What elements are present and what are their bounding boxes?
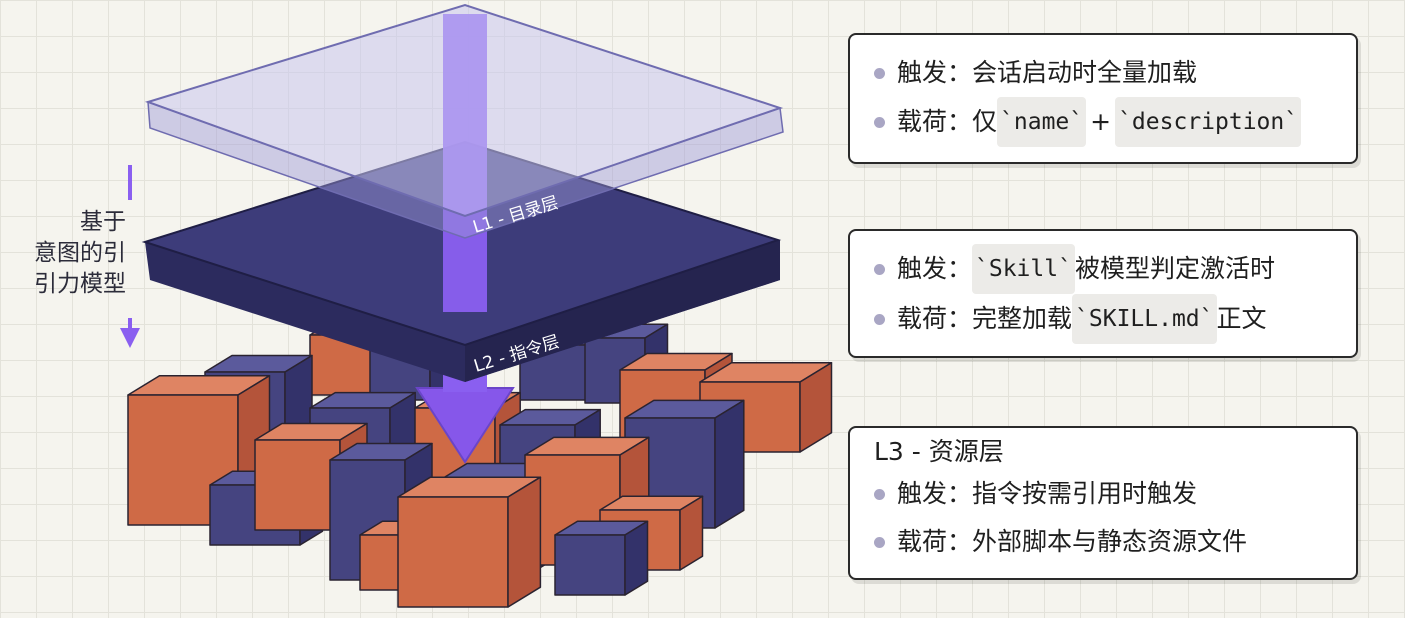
l1-trigger-key: 触发： [897,58,973,87]
l2-payload-key: 载荷： [897,304,973,333]
l3-trigger-text: 指令按需引用时触发 [972,479,1198,508]
l3-payload-key: 载荷： [897,527,973,556]
l1-payload-code-description: `description` [1115,97,1302,147]
l1-trigger-text: 会话启动时全量加载 [972,58,1198,87]
side-label-line-1: 基于 [80,209,126,235]
l1-payload-key: 载荷： [897,107,973,136]
l1-payload-line: 载荷： 仅 `name` + `description` [874,97,1342,147]
bullet-icon [874,536,885,548]
l1-plate [144,3,784,239]
side-label-line-3: 引力模型 [34,271,126,297]
l2-trigger-code: `Skill` [972,244,1075,294]
bullet-icon [874,67,885,79]
l2-payload-suffix: 正文 [1216,304,1267,333]
bullet-icon [874,116,885,128]
resource-cube [554,520,649,596]
bullet-icon [874,263,885,275]
l2-payload-prefix: 完整加载 [972,304,1073,333]
l3-title: L3 - 资源层 [874,437,1004,466]
l2-info-card: 触发： `Skill` 被模型判定激活时 载荷： 完整加载 `SKILL.md`… [848,229,1358,358]
l1-payload-code-name: `name` [997,97,1087,147]
l3-trigger-key: 触发： [897,479,973,508]
l1-info-card: 触发： 会话启动时全量加载 载荷： 仅 `name` + `descriptio… [848,33,1358,164]
gravity-model-label: 基于 意图的引 引力模型 [6,207,126,300]
l1-payload-plus: + [1090,107,1112,136]
resource-cube [397,476,542,608]
l2-payload-code: `SKILL.md` [1072,294,1217,344]
l3-payload-line: 载荷： 外部脚本与静态资源文件 [874,518,1342,566]
l3-trigger-line: 触发： 指令按需引用时触发 [874,470,1342,518]
l2-trigger-line: 触发： `Skill` 被模型判定激活时 [874,244,1342,294]
l3-payload-text: 外部脚本与静态资源文件 [972,527,1248,556]
bullet-icon [874,313,885,325]
bullet-icon [874,488,885,500]
l2-payload-line: 载荷： 完整加载 `SKILL.md` 正文 [874,294,1342,344]
l1-payload-prefix: 仅 [972,107,998,136]
l2-trigger-text: 被模型判定激活时 [1074,254,1275,283]
side-label-line-2: 意图的引 [34,240,126,266]
l1-trigger-line: 触发： 会话启动时全量加载 [874,49,1342,97]
l2-trigger-key: 触发： [897,254,973,283]
l3-info-card: L3 - 资源层 触发： 指令按需引用时触发 载荷： 外部脚本与静态资源文件 [848,426,1358,580]
